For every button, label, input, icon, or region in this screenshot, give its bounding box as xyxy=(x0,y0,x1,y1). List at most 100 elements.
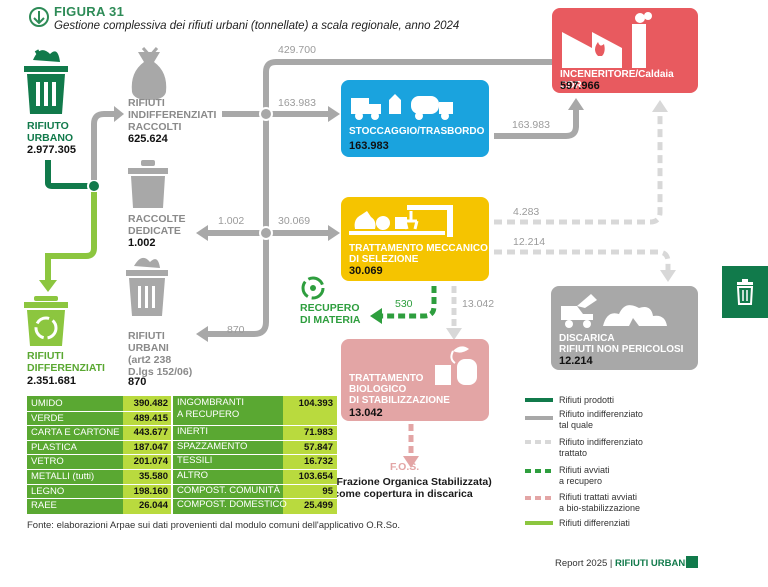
table-row: UMIDO 390.482 xyxy=(27,397,171,410)
recycle-icon xyxy=(301,276,325,300)
flow-530: 530 xyxy=(395,298,413,310)
table-cell-name: SPAZZAMENTO xyxy=(177,440,248,452)
flow-870: 870 xyxy=(227,324,245,336)
table-row: METALLI (tutti) 35.580 xyxy=(27,470,171,483)
differenziati-line xyxy=(45,192,97,282)
table-row: CARTA E CARTONE 443.677 xyxy=(27,426,171,439)
rifiuto-urbano-label: RIFIUTO URBANO xyxy=(27,120,74,144)
table-cell-name: ALTRO xyxy=(177,470,208,481)
table-cell-name: UMIDO xyxy=(31,398,63,409)
discarica-label: DISCARICA RIFIUTI NON PERICOLOSI xyxy=(559,333,684,355)
table-cell-value: 71.983 xyxy=(303,427,333,439)
central-vertical-line xyxy=(206,72,269,337)
table-cell-value: 57.847 xyxy=(303,441,333,453)
figure-label: FIGURA 31 xyxy=(54,4,125,19)
junction-dot-left xyxy=(87,179,101,193)
table-cell-value: 95 xyxy=(322,485,333,497)
report-footer: Report 2025 | RIFIUTI URBANI xyxy=(555,558,688,569)
table-row: PLASTICA 187.047 xyxy=(27,441,171,454)
differenziati-value: 2.351.681 xyxy=(27,375,76,387)
line-to-inceneritore xyxy=(263,59,570,73)
tms-box: TRATTAMENTO MECCANICO DI SELEZIONE 30.06… xyxy=(341,197,489,281)
table-cell-name: VERDE xyxy=(31,412,64,424)
table-cell-name: PLASTICA xyxy=(31,441,77,453)
table-cell-name: VETRO xyxy=(31,456,64,468)
table-cell-value: 25.499 xyxy=(303,500,333,512)
stoccaggio-box: STOCCAGGIO/TRASBORDO 163.983 xyxy=(341,80,489,157)
legend-samples xyxy=(525,398,553,525)
inceneritore-label: INCENERITORE/Caldaia CDR xyxy=(560,69,674,91)
legend-item-tal-quale: Rifiuto indifferenziato tal quale xyxy=(559,409,643,430)
differenziati-label: RIFIUTI DIFFERENZIATI xyxy=(27,350,105,374)
table-cell-name: LEGNO xyxy=(31,485,65,497)
tbs-label: TRATTAMENTO BIOLOGICO DI STABILIZZAZIONE xyxy=(349,373,450,406)
tms-to-discarica-line xyxy=(494,249,671,272)
flow-30069: 30.069 xyxy=(278,215,311,227)
table-cell-name: CARTA E CARTONE xyxy=(31,427,120,439)
table-cell-value: 187.047 xyxy=(133,441,168,453)
flow-4283: 4.283 xyxy=(513,206,540,218)
table-cell-value: 201.074 xyxy=(133,456,168,468)
produced-waste-line xyxy=(45,160,94,189)
bio-tank-icon xyxy=(435,346,477,385)
inceneritore-box: INCENERITORE/Caldaia CDR 597.966 xyxy=(552,8,698,93)
tbs-box: TRATTAMENTO BIOLOGICO DI STABILIZZAZIONE… xyxy=(341,339,489,421)
table-cell-value: 35.580 xyxy=(138,471,168,482)
recycle-bin-icon xyxy=(24,296,68,346)
stoccaggio-value: 163.983 xyxy=(349,140,389,152)
garbage-bag-icon xyxy=(131,47,167,100)
fos-label: F.O.S. xyxy=(390,461,420,473)
side-tab xyxy=(722,266,768,318)
legend-item-recupero: Rifiuti avviati a recupero xyxy=(559,465,610,486)
discarica-value: 12.214 xyxy=(559,355,593,367)
stoccaggio-label: STOCCAGGIO/TRASBORDO xyxy=(349,126,485,137)
incinerator-icon xyxy=(562,12,652,68)
trash-bin-icon xyxy=(24,49,68,114)
rifiuti-urbani-art-value: 870 xyxy=(128,376,147,388)
rifiuto-urbano-value: 2.977.305 xyxy=(27,144,76,156)
recupero-label: RECUPERO DI MATERIA xyxy=(300,302,361,326)
side-tab-bin-icon xyxy=(736,279,754,305)
dedicated-bin-icon xyxy=(128,160,168,208)
tms-value: 30.069 xyxy=(349,265,383,277)
flow-163983-b: 163.983 xyxy=(512,119,550,131)
tbs-value: 13.042 xyxy=(349,407,383,419)
raccolte-dedicate-value: 1.002 xyxy=(128,237,156,249)
urban-waste-bin-icon xyxy=(126,257,168,316)
report-section: RIFIUTI URBANI xyxy=(615,558,688,569)
flow-429700: 429.700 xyxy=(278,44,316,56)
truck-icon xyxy=(351,94,453,120)
table-row: VETRO 201.074 xyxy=(27,455,171,468)
table-cell-name: INGOMBRANTI A RECUPERO xyxy=(177,397,245,420)
table-cell-name: METALLI (tutti) xyxy=(31,471,95,482)
landfill-icon xyxy=(561,294,667,328)
legend-item-differenziati: Rifiuti differenziati xyxy=(559,518,630,528)
table-cell-name: RAEE xyxy=(31,500,57,512)
table-cell-name: TESSILI xyxy=(177,455,213,467)
legend-item-bio: Rifiuti trattati avviati a bio-stabilizz… xyxy=(559,492,641,513)
tms-to-recupero-line xyxy=(380,286,437,319)
table-row: COMPOST. COMUNITÀ 95 xyxy=(173,485,337,500)
table-row: ALTRO 103.654 xyxy=(173,470,337,485)
table-cell-value: 443.677 xyxy=(133,427,168,439)
flow-13042: 13.042 xyxy=(462,298,495,310)
table-cell-value: 103.654 xyxy=(298,471,333,482)
sorting-machine-icon xyxy=(349,205,453,237)
tms-to-inceneritore-line xyxy=(494,110,663,225)
junction-dot-middle xyxy=(259,226,273,240)
flow-163983-a: 163.983 xyxy=(278,97,316,109)
table-cell-value: 390.482 xyxy=(133,398,168,409)
source-note: Fonte: elaborazioni Arpae sui dati prove… xyxy=(27,520,401,531)
legend-item-prodotti: Rifiuti prodotti xyxy=(559,395,615,405)
indifferenziati-label: RIFIUTI INDIFFERENZIATI RACCOLTI xyxy=(128,97,217,133)
table-row: RAEE 26.044 xyxy=(27,499,171,512)
inceneritore-value: 597.966 xyxy=(560,80,600,92)
table-cell-name: COMPOST. COMUNITÀ xyxy=(177,484,280,496)
flow-1002: 1.002 xyxy=(218,215,245,227)
table-cell-value: 26.044 xyxy=(138,500,168,512)
